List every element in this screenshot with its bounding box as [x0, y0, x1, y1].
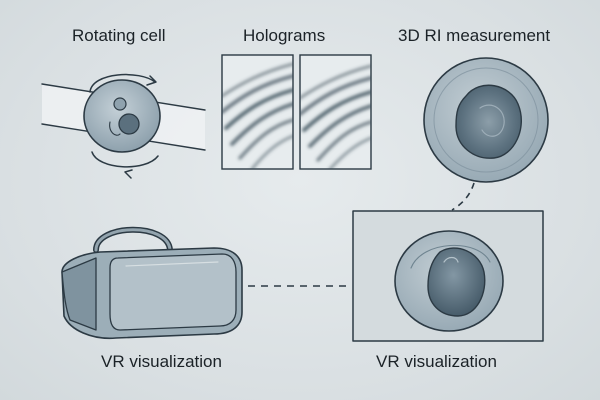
vr-headset-icon — [62, 230, 242, 339]
connector-ri-to-vr — [452, 183, 474, 210]
hologram-fringe-icon — [222, 55, 371, 169]
refractive-index-cell-icon — [424, 58, 548, 182]
vr-cell-render-icon — [353, 211, 543, 341]
cell-rotation-icon — [42, 75, 205, 178]
